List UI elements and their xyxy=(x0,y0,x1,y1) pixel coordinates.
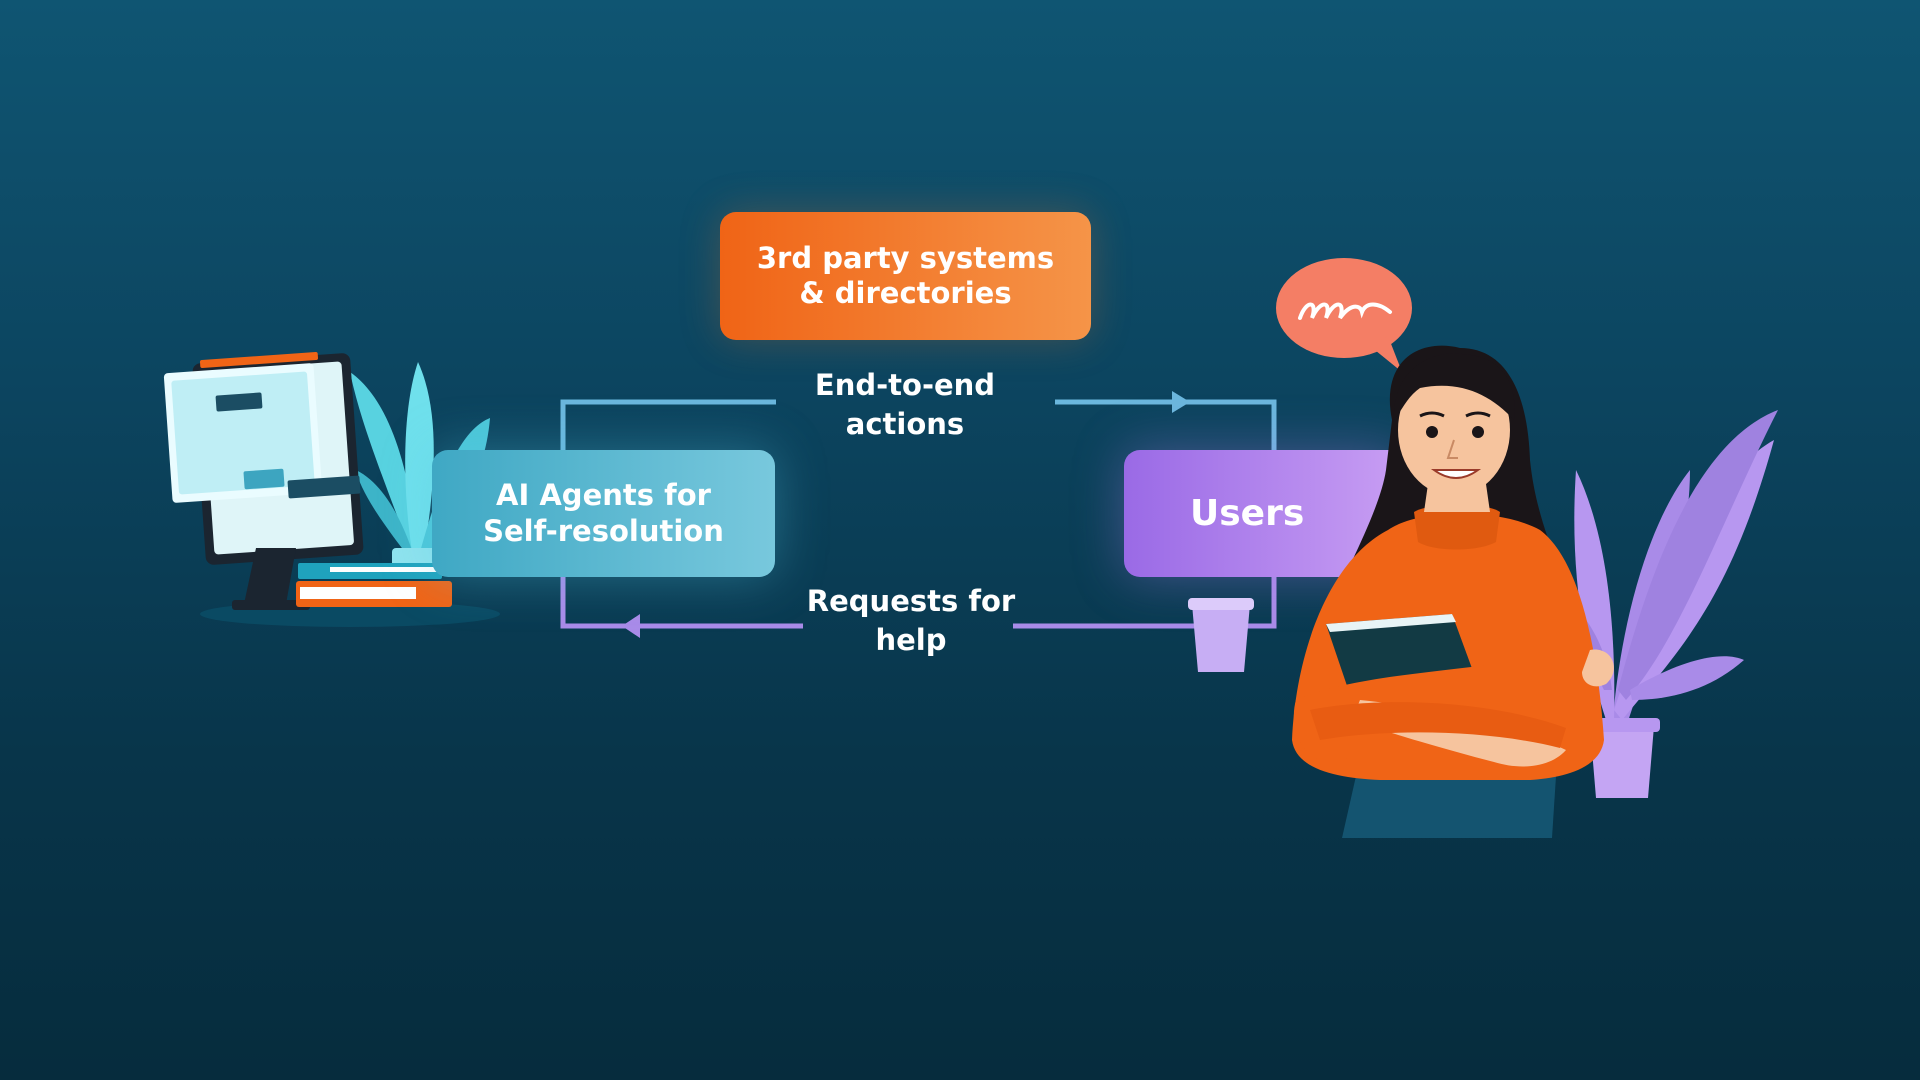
third-party-systems-box: 3rd party systems & directories xyxy=(720,212,1091,340)
purple-plant-icon xyxy=(1540,410,1778,798)
end-to-end-actions-label: End-to-end actions xyxy=(814,368,996,442)
ai-agents-box: AI Agents for Self-resolution xyxy=(432,450,775,577)
books-icon xyxy=(296,563,452,607)
requests-connector-right xyxy=(1013,577,1277,629)
coffee-cup-icon xyxy=(1188,598,1254,672)
users-label: Users xyxy=(1190,492,1305,534)
third-party-systems-label: 3rd party systems & directories xyxy=(756,240,1055,310)
end-to-end-connector-left xyxy=(560,399,776,450)
end-to-end-connector-right xyxy=(1055,399,1277,450)
requests-arrowhead xyxy=(622,614,640,638)
speech-bubble-icon xyxy=(1276,258,1412,372)
requests-for-help-label: Requests for help xyxy=(806,584,1016,658)
requests-connector-left xyxy=(560,577,803,629)
woman-illustration xyxy=(1292,345,1614,838)
ai-agents-label: AI Agents for Self-resolution xyxy=(483,478,724,548)
end-to-end-arrowhead xyxy=(1172,391,1190,413)
computer-monitor-icon xyxy=(163,352,364,610)
